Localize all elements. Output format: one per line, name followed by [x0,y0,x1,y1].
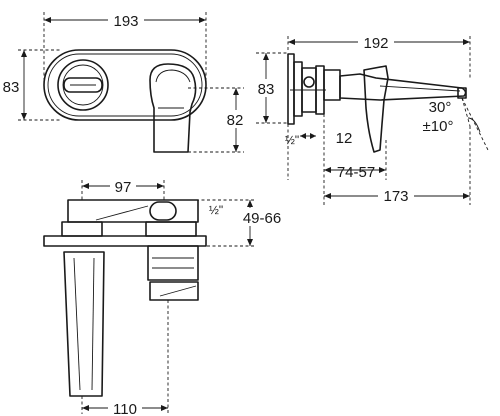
front-width-label: 193 [113,13,138,30]
top-thread-label: ½" [209,203,223,217]
wall-range-label: 74-57 [337,164,375,181]
lever-handle [149,63,197,153]
projection-label: 192 [363,35,388,52]
side-thread-label: ½" [285,133,299,147]
front-view: 193 83 82 [0,11,248,153]
side-view: 192 83 30° ±10° [254,33,489,205]
wall-depth-label: 49-66 [243,210,281,227]
side-body [287,53,341,125]
plate-thickness-label: 12 [336,130,353,147]
spray-angle-label: 30° [429,99,452,116]
spout-offset-label: 110 [113,401,137,416]
overall-depth-label: 173 [383,188,408,205]
handle-drop-label: 82 [227,112,244,129]
top-lever [147,245,199,301]
front-height-label: 83 [3,79,20,96]
top-spout [63,251,105,397]
spray-angle-tolerance-label: ±10° [423,118,454,135]
side-lever [363,65,389,153]
centre-distance-label: 97 [115,179,132,196]
back-plate [43,49,207,121]
top-view: 97 ½" 49-66 [43,177,284,416]
diverter-knob [57,59,109,111]
side-height-label: 83 [258,81,275,98]
